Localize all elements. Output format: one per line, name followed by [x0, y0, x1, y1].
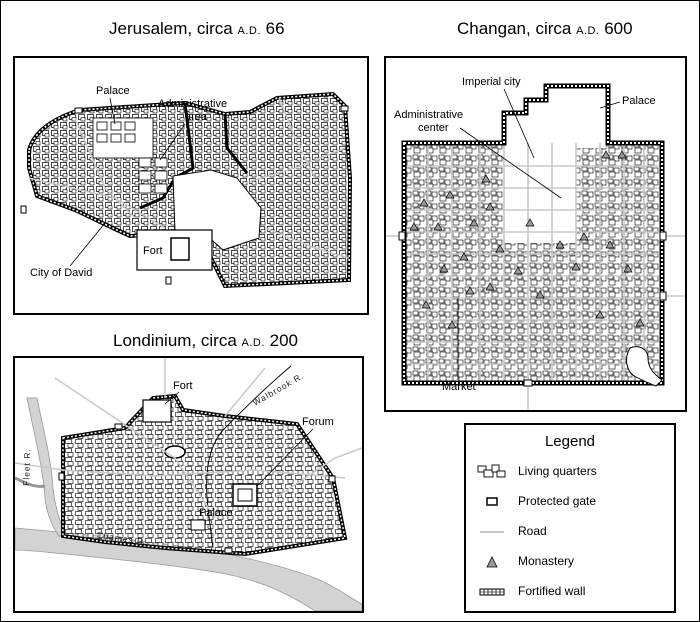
changan-monasteries — [409, 150, 645, 329]
jerusalem-label-admin-2: area — [185, 111, 208, 123]
changan-road-grid — [386, 143, 685, 410]
legend-label-fortified-wall: Fortified wall — [518, 584, 586, 598]
changan-label-admin-1: Administrative — [394, 109, 463, 121]
jerusalem-title: Jerusalem, circa A.D. 66 — [109, 19, 285, 39]
changan-lake — [626, 346, 663, 387]
londinium-palace — [190, 519, 206, 531]
londinium-title: Londinium, circa A.D. 200 — [113, 331, 298, 351]
jerusalem-map: Palace Administrative area Fort City of … — [13, 56, 369, 315]
changan-label-admin-2: center — [418, 122, 449, 134]
legend-title: Legend — [544, 433, 596, 450]
changan-gates — [398, 231, 667, 387]
legend-item-road: Road — [476, 521, 666, 543]
jerusalem-title-text: Jerusalem, circa — [109, 19, 238, 38]
jerusalem-label-city-of-david: City of David — [30, 267, 92, 279]
jerusalem-label-admin-1: Administrative — [158, 98, 227, 110]
legend-label-protected-gate: Protected gate — [518, 494, 597, 508]
londinium-title-year: 200 — [264, 331, 299, 350]
changan-map-svg: Imperial city Palace Administrative cent… — [386, 76, 685, 410]
changan-map: Imperial city Palace Administrative cent… — [384, 56, 687, 412]
legend-item-monastery: Monastery — [476, 551, 666, 573]
legend-label-road: Road — [518, 524, 547, 538]
changan-label-imperial-city: Imperial city — [462, 76, 521, 88]
jerusalem-label-fort: Fort — [143, 245, 163, 257]
fortified-wall-icon — [479, 588, 505, 596]
legend: Legend Living quarters Protected gate Ro… — [464, 423, 676, 613]
jerusalem-roads — [28, 97, 350, 259]
londinium-label-palace: Palace — [199, 507, 233, 519]
protected-gate-icon — [486, 497, 498, 506]
londinium-title-text: Londinium, circa — [113, 331, 242, 350]
legend-label-monastery: Monastery — [518, 554, 575, 568]
legend-label-living-quarters: Living quarters — [518, 464, 597, 478]
londinium-label-forum: Forum — [302, 416, 334, 428]
legend-item-living-quarters: Living quarters — [476, 461, 666, 483]
londinium-amphitheater — [164, 445, 186, 459]
changan-title-text: Changan, circa — [457, 19, 577, 38]
jerusalem-title-era: A.D. — [237, 25, 261, 37]
walbrook-river — [206, 365, 292, 549]
changan-title-year: 600 — [599, 19, 633, 38]
londinium-fort — [142, 399, 172, 423]
londinium-title-era: A.D. — [241, 337, 265, 349]
changan-label-palace: Palace — [622, 95, 656, 107]
jerusalem-gates — [20, 105, 349, 285]
changan-label-market: Market — [442, 381, 476, 393]
jerusalem-title-year: 66 — [260, 19, 285, 38]
changan-title-era: A.D. — [576, 25, 600, 37]
road-icon — [480, 531, 504, 533]
legend-item-protected-gate: Protected gate — [476, 491, 666, 513]
living-quarters-icon — [477, 464, 506, 478]
londinium-map-svg: Fort Forum Palace Walbrook R. Fleet R. T… — [15, 358, 362, 611]
changan-title: Changan, circa A.D. 600 — [457, 19, 633, 39]
londinium-label-fleet: Fleet R. — [21, 448, 32, 486]
londinium-map: Fort Forum Palace Walbrook R. Fleet R. T… — [13, 356, 364, 613]
legend-item-fortified-wall: Fortified wall — [476, 581, 666, 603]
monastery-icon — [486, 556, 498, 568]
londinium-gates — [58, 423, 336, 554]
jerusalem-label-palace: Palace — [96, 85, 130, 97]
londinium-label-fort: Fort — [173, 380, 193, 392]
londinium-roads — [15, 358, 362, 519]
jerusalem-map-svg: Palace Administrative area Fort City of … — [20, 85, 353, 289]
